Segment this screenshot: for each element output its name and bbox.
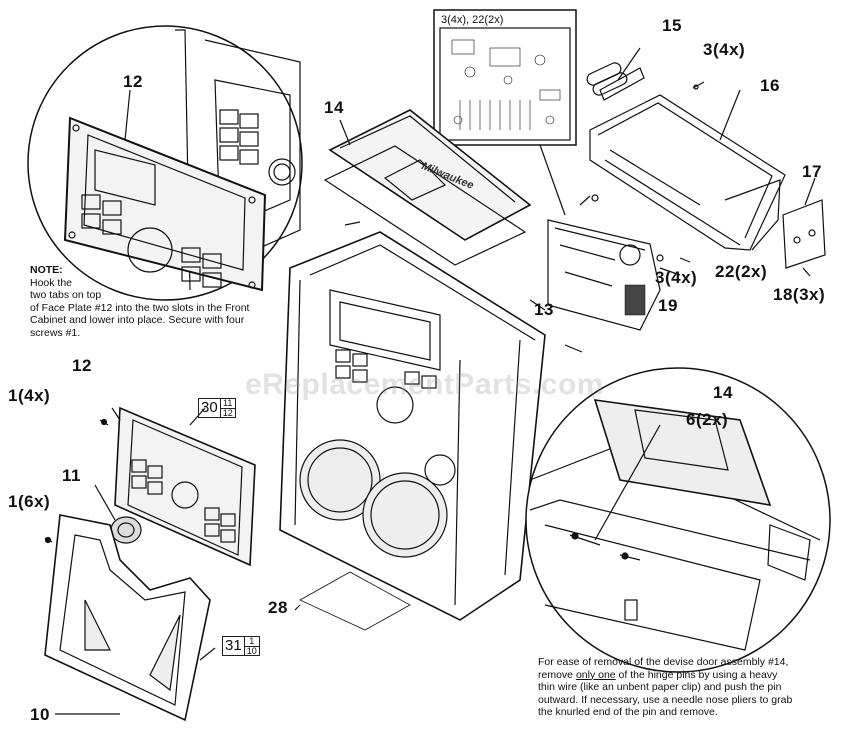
callout-11: 11 <box>62 466 81 485</box>
ref-30-main: 30 <box>198 398 221 418</box>
pcb-inset-box <box>433 9 577 216</box>
callout-19: 19 <box>658 296 678 315</box>
faceplate-12 <box>111 406 256 567</box>
ref-30-bottom: 12 <box>222 408 233 418</box>
callout-18-3x: 18(3x) <box>773 285 826 304</box>
ref-box-30: 30 11 12 <box>198 398 236 418</box>
battery-box-16 <box>589 89 786 251</box>
ref-30-top: 11 <box>220 399 235 409</box>
callout-12-top: 12 <box>123 72 143 91</box>
instruction-line-2b: of the hinge pins by using a heavy <box>615 668 778 681</box>
screw-1-4x <box>99 418 109 426</box>
battery-part-15 <box>586 47 645 101</box>
front-cabinet <box>279 231 546 621</box>
pad-28 <box>294 571 411 631</box>
pcb-inset-label: 3(4x), 22(2x) <box>441 14 504 26</box>
watermark: eReplacementParts.com <box>245 368 604 401</box>
instruction-line-4: outward. If necessary, use a needle nose… <box>538 693 793 706</box>
instruction-line-1: For ease of removal of the devise door a… <box>538 656 789 668</box>
ref-31-top: 1 <box>244 637 259 647</box>
faceplate-detail-circle <box>27 25 303 301</box>
callout-6-2x: 6(2x) <box>686 410 729 429</box>
note-block: NOTE: Hook the two tabs on top of Face P… <box>30 264 290 339</box>
callout-14-top: 14 <box>324 98 344 117</box>
instruction-underline: only one <box>575 668 616 681</box>
instruction-block: For ease of removal of the devise door a… <box>538 656 838 719</box>
callout-14-right: 14 <box>713 383 733 402</box>
note-line-2: two tabs on top <box>30 289 102 301</box>
callout-17: 17 <box>802 162 822 181</box>
note-line-3: of Face Plate #12 into the two slots in … <box>30 301 250 314</box>
screw-1-6x <box>44 536 53 544</box>
ref-box-31: 31 1 10 <box>222 636 260 656</box>
ref-31-frac: 1 10 <box>244 636 260 656</box>
note-line-1: Hook the <box>30 276 73 289</box>
instruction-line-2a: remove <box>538 668 576 681</box>
ref-30-frac: 11 12 <box>220 398 236 418</box>
circuit-board-22 <box>547 194 664 331</box>
callout-16: 16 <box>760 76 780 95</box>
ref-31-main: 31 <box>222 636 245 656</box>
callout-15: 15 <box>662 16 682 35</box>
instruction-line-3: thin wire (like an unbent paper clip) an… <box>538 681 782 693</box>
callout-28: 28 <box>268 598 288 617</box>
screw-3-top <box>692 81 705 90</box>
callout-1-6x: 1(6x) <box>8 492 51 511</box>
callout-3-4x-top: 3(4x) <box>703 40 746 59</box>
note-line-4: Cabinet and lower into place. Secure wit… <box>30 314 245 326</box>
callout-1-4x: 1(4x) <box>8 386 51 405</box>
callout-3-4x-mid: 3(4x) <box>655 268 698 287</box>
hinge-detail-circle <box>525 367 831 673</box>
back-panel-10 <box>44 514 211 722</box>
callout-13: 13 <box>534 300 554 319</box>
ref-31-bottom: 10 <box>246 646 257 656</box>
callout-12-left: 12 <box>72 356 92 375</box>
door-assembly-14 <box>323 109 532 266</box>
bracket-17 <box>782 177 826 277</box>
note-line-5: screws #1. <box>30 326 81 339</box>
instruction-line-5: the knurled end of the pin and remove. <box>538 706 718 718</box>
callout-22-2x: 22(2x) <box>715 262 768 281</box>
instruction-line-2: remove only one of the hinge pins by usi… <box>538 669 838 682</box>
note-heading: NOTE: <box>30 264 63 276</box>
callout-10: 10 <box>30 705 50 724</box>
